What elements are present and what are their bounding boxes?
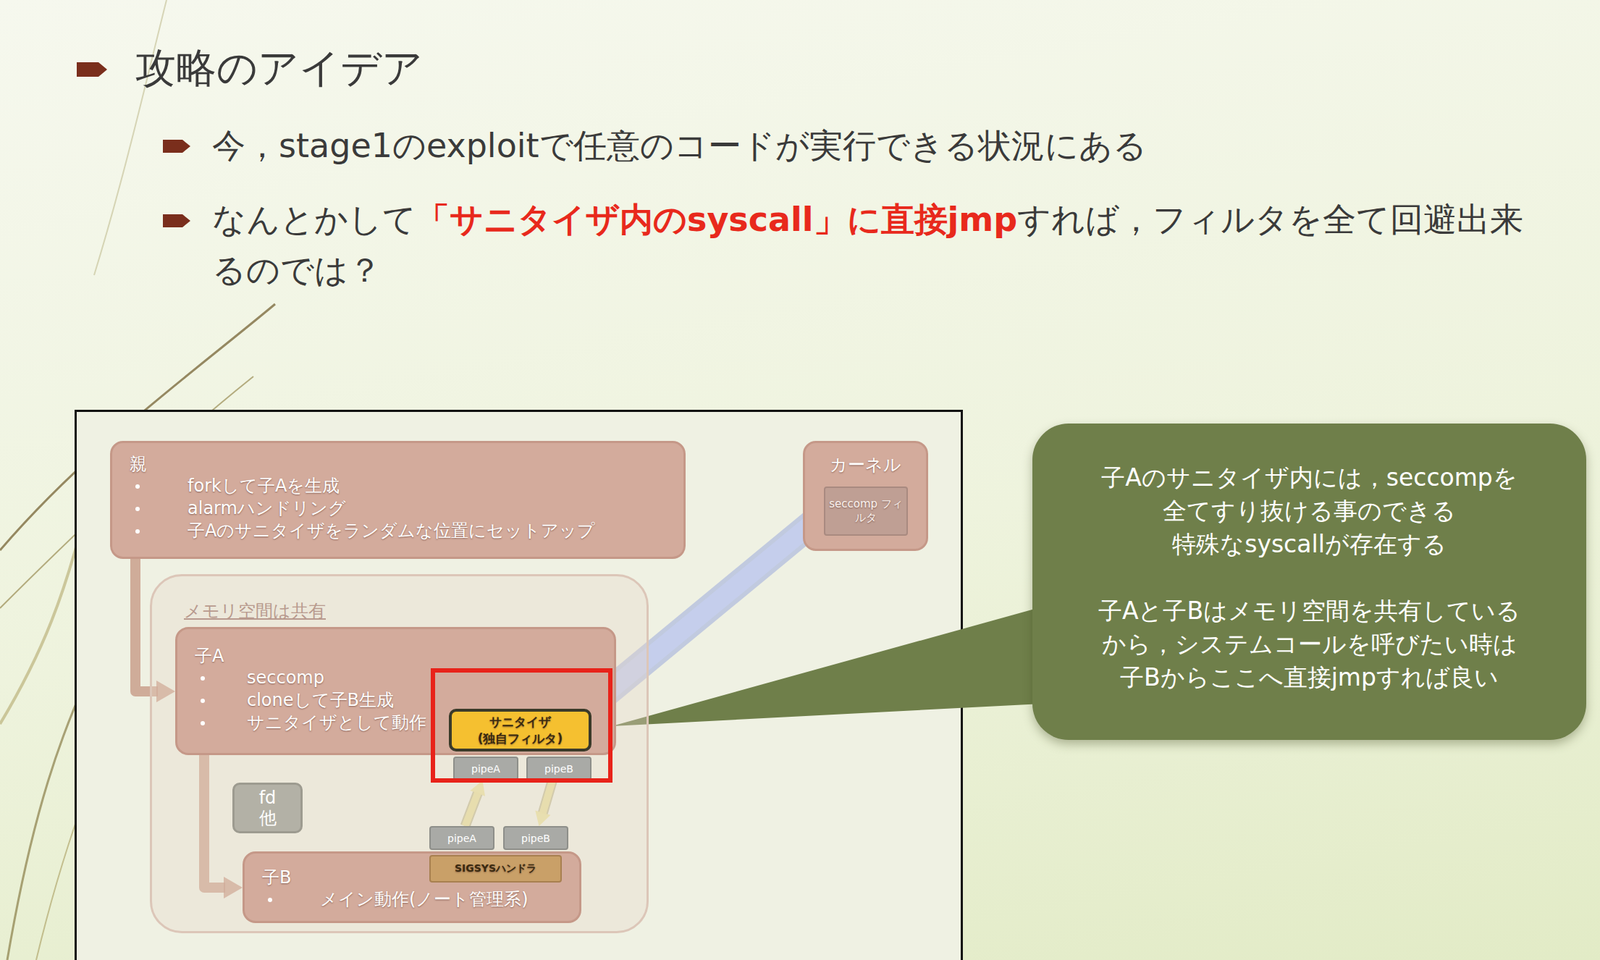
process-box: 子Bメイン動作(ノート管理系)SIGSYSハンドラ [242, 851, 582, 924]
list-item: 子Aのサニタイザをランダムな位置にセットアップ [129, 519, 667, 543]
process-box: 親forkして子Aを生成alarmハンドリング子Aのサニタイザをランダムな位置に… [110, 440, 686, 559]
pipe-box: pipeB [526, 756, 592, 781]
bullet-dot [135, 506, 140, 512]
bullet-dot [267, 897, 273, 903]
node-label: pipeB [521, 832, 551, 845]
node-text: 子Aと子Bはメモリ空間を共有している から，システムコールを呼びたい時は 子Bか… [1058, 594, 1561, 695]
filter-box: seccomp フィルタ [823, 486, 908, 536]
sanitizer-box: サニタイザ (独自フィルタ) [448, 708, 592, 752]
bullet-dot [135, 484, 140, 489]
process-box: 子Aseccompcloneして子B生成サニタイザとして動作 サニタイザ (独自フ… [175, 626, 617, 756]
list-text: seccomp [246, 666, 325, 690]
pipe-box: pipeA [429, 826, 495, 850]
list-text: alarmハンドリング [187, 497, 347, 520]
list-item: seccomp [194, 666, 597, 690]
node-label: 親 [129, 453, 667, 475]
bullet-arrow [162, 214, 191, 228]
bullet-text: 今，stage1のexploitで任意のコードが実行できる状況にある [212, 122, 1147, 169]
list-text: サニタイザとして動作 [246, 711, 427, 735]
node-label: 子A [194, 645, 597, 667]
pipe-box: pipeB [503, 826, 569, 850]
callout-bubble: 子Aのサニタイザ内には，seccompを 全てすり抜ける事のできる 特殊なsys… [1032, 423, 1587, 740]
pipe-box: pipeA [453, 756, 519, 781]
node-label: pipeB [544, 763, 574, 775]
kernel-box: カーネル seccomp フィルタ [802, 440, 929, 551]
node-label: メモリ空間は共有 [183, 599, 615, 623]
highlight-box [432, 670, 611, 781]
list-text: 子Aのサニタイザをランダムな位置にセットアップ [187, 519, 596, 543]
resource-box: fd 他 [232, 782, 303, 834]
list-text: forkして子Aを生成 [187, 474, 340, 498]
title-arrow [76, 62, 108, 77]
list-item: forkして子Aを生成 [129, 474, 667, 498]
bullet-dot [200, 676, 205, 681]
list-item: alarmハンドリング [129, 497, 667, 520]
node-label: カーネル [812, 453, 919, 477]
shared-memory-region: メモリ空間は共有子Aseccompcloneして子B生成サニタイザとして動作 サニ… [149, 574, 649, 934]
node-label: fd 他 [253, 787, 283, 829]
bullet-dot [135, 529, 140, 534]
list-text: cloneして子B生成 [246, 689, 394, 712]
bullet-text-block: なんとかして「サニタイザ内のsyscall」に直接jmpすれば，フィルタを全て回… [212, 194, 1545, 296]
bullet-text: なんとかして [212, 199, 417, 239]
node-label: pipeA [447, 832, 477, 845]
node-label: seccomp フィルタ [828, 497, 904, 525]
list-item: メイン動作(ノート管理系) [262, 888, 562, 911]
emphasis-text: 「サニタイザ内のsyscall」に直接jmp [416, 199, 1018, 239]
list-text: メイン動作(ノート管理系) [320, 888, 529, 911]
node-label: SIGSYSハンドラ [454, 862, 537, 876]
bullet-dot [200, 721, 205, 726]
node-label: 子Aのサニタイザ内には，seccompを 全てすり抜ける事のできる 特殊なsys… [1058, 461, 1561, 562]
handler-box: SIGSYSハンドラ [429, 855, 562, 883]
bullet-dot [200, 698, 205, 703]
node-label: サニタイザ (独自フィルタ) [456, 713, 585, 748]
slide-title: 攻略のアイデア [135, 44, 423, 92]
node-label: pipeA [471, 763, 501, 775]
bullet-arrow [162, 139, 191, 153]
